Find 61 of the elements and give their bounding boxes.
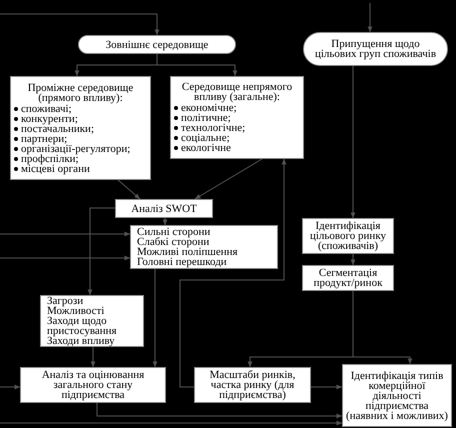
node-text: Заходи щодо пристосування — [47, 316, 118, 336]
connector-arrow — [194, 158, 262, 200]
list-item-text: економічне; — [181, 103, 237, 113]
list-heading: Середовище непрямого впливу (загальне): — [180, 82, 294, 102]
connector-arrow — [368, 2, 372, 32]
connector-arrow — [152, 268, 158, 368]
list-item-text: екологічне — [181, 143, 231, 153]
rounded-terminator — [303, 32, 448, 66]
connector-arrow — [352, 290, 412, 364]
node-text: Аналіз та оцінювання загального стану підприємства — [40, 370, 146, 400]
connector-arrow — [180, 158, 286, 388]
list-item-text: профспілки; — [21, 154, 79, 164]
node-text: Ідентифікація типів комерційної діяльності підприємства (наявних і можливих) — [346, 370, 448, 420]
list-item-text: конкуренти; — [21, 114, 78, 124]
process-box — [194, 367, 311, 403]
node-text: Ідентифікація цільового ринку (споживачів) — [308, 221, 388, 251]
connector-arrow — [350, 254, 356, 266]
node-text: Припущення щодо цільових груп споживачів — [314, 39, 437, 59]
list-item-text: організації-регулятори; — [21, 144, 130, 154]
connector-arrow — [0, 14, 160, 36]
process-box — [170, 76, 304, 159]
connector-arrow — [0, 420, 342, 426]
connector-arrow — [0, 232, 130, 236]
process-box — [40, 295, 144, 347]
connector-arrow — [88, 208, 116, 296]
list-item-text: місцеві органи — [21, 164, 90, 174]
process-box — [342, 364, 452, 427]
process-box — [302, 218, 394, 254]
connector-arrow — [0, 256, 130, 260]
node-text: Сильні сторони — [137, 227, 210, 237]
connector-arrow — [90, 346, 96, 368]
node-text: Можливі поліпшення — [137, 247, 238, 257]
connector-arrow — [350, 66, 356, 218]
list-item-text: соціальне; — [181, 133, 230, 143]
connector-arrow — [118, 180, 140, 200]
node-text: Сегментація продукт/ринок — [312, 268, 384, 288]
list-item-text: політичне; — [181, 113, 231, 123]
connector-arrow — [96, 402, 342, 418]
node-text: Головні перешкоди — [137, 257, 227, 267]
connector-arrow — [162, 218, 168, 226]
node-text: Аналіз SWOT — [131, 204, 197, 214]
list-item-text: технологічне; — [181, 123, 246, 133]
list-item-text: споживачі; — [21, 104, 72, 114]
process-box — [302, 265, 394, 291]
process-box — [10, 76, 151, 180]
node-text: Заходи впливу — [47, 336, 115, 346]
rounded-terminator — [78, 35, 236, 54]
list-heading: Проміжне середовище (прямого впливу): — [28, 82, 134, 102]
process-box — [115, 199, 213, 218]
node-text: Загрози — [47, 296, 84, 306]
connector-arrow — [0, 384, 20, 390]
list-item-text: постачальники; — [21, 124, 94, 134]
process-box — [130, 225, 278, 269]
node-text: Масштаби ринків, частка ринку (для підприємства) — [208, 370, 296, 400]
node-text: Зовнішнє середовище — [106, 40, 208, 50]
connector-arrow — [310, 384, 342, 390]
list-item-text: партнери; — [21, 134, 68, 144]
node-text: Слабкі сторони — [137, 237, 210, 247]
process-box — [20, 367, 166, 403]
connector-arrow — [156, 54, 238, 76]
node-text: Можливості — [47, 306, 104, 316]
